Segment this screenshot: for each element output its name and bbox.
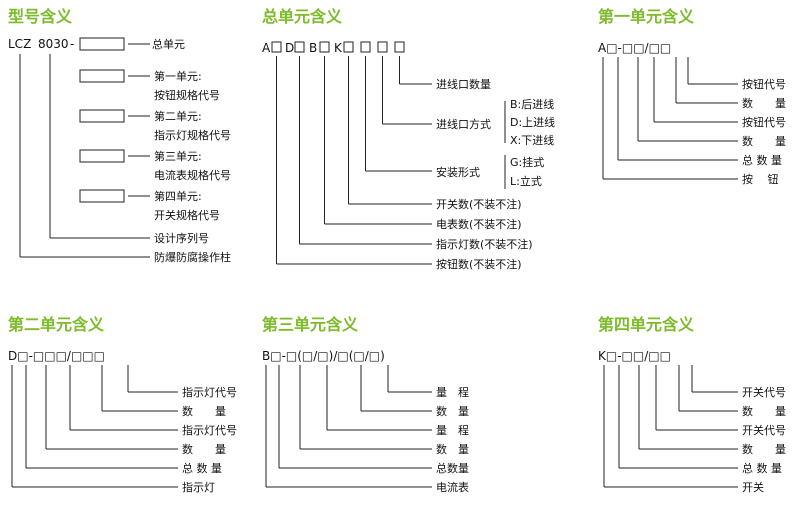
- panel-title-total: 总单元含义: [262, 7, 342, 26]
- fourth-label-qty-1: 数 量: [742, 443, 786, 456]
- model-label-unit2-desc: 指示灯规格代号: [154, 128, 231, 142]
- panel-third: 第三单元含义 B□-□(□/□)/□(□/□) 量 程 数 量 量 程 数 量 …: [262, 315, 469, 494]
- fourth-label-type: 开关: [742, 480, 764, 494]
- first-label-button-code-1: 按钮代号: [742, 115, 786, 129]
- fourth-code: K□-□□/□□: [598, 349, 671, 363]
- model-box-total: [79, 37, 125, 51]
- second-label-total-qty: 总 数 量: [182, 461, 222, 475]
- total-code-box: [377, 41, 388, 53]
- total-code-letter-b: B: [309, 41, 317, 55]
- total-code-letter-a: A: [262, 41, 271, 55]
- panel-title-second: 第二单元含义: [8, 315, 104, 334]
- total-code-box: [271, 41, 282, 53]
- fourth-label-total-qty: 总 数 量: [742, 461, 782, 475]
- model-dash: -: [70, 37, 74, 51]
- total-install-option-l: L:立式: [510, 174, 542, 188]
- total-code-box: [294, 41, 305, 53]
- panel-title-third: 第三单元含义: [262, 315, 358, 334]
- model-box-unit2: [79, 109, 125, 123]
- panel-fourth: 第四单元含义 K□-□□/□□ 开关代号 数 量 开关代号 数 量 总 数 量 …: [598, 315, 786, 494]
- model-label-unit3: 第三单元:: [154, 149, 202, 163]
- model-box-unit4: [79, 189, 125, 203]
- total-label-buttons: 按钮数(不装不注): [436, 257, 522, 271]
- model-number: 8030: [38, 37, 69, 51]
- first-label-total-qty: 总 数 量: [742, 153, 782, 167]
- total-inlet-option-d: D:上进线: [510, 115, 555, 129]
- model-label-series: 设计序列号: [154, 231, 209, 245]
- panel-title-first: 第一单元含义: [598, 7, 694, 26]
- total-install-option-g: G:挂式: [510, 155, 544, 169]
- total-label-inlet-count: 进线口数量: [436, 77, 491, 91]
- total-label-switches: 开关数(不装不注): [436, 197, 522, 211]
- model-label-unit4: 第四单元:: [154, 189, 202, 203]
- panel-second: 第二单元含义 D□-□□□/□□□ 指示灯代号 数 量 指示灯代号 数 量 总 …: [8, 315, 237, 494]
- fourth-label-switch-code-1: 开关代号: [742, 423, 786, 437]
- second-label-qty-1: 数 量: [182, 443, 226, 456]
- third-label-range-1: 量 程: [436, 424, 469, 437]
- model-label-unit3-desc: 电流表规格代号: [154, 168, 231, 182]
- second-label-type: 指示灯: [182, 480, 215, 494]
- first-label-qty-1: 数 量: [742, 135, 786, 148]
- second-code: D□-□□□/□□□: [8, 349, 105, 363]
- third-label-range-2: 量 程: [436, 386, 469, 399]
- first-label-type: 按 钮: [742, 172, 779, 186]
- second-label-lamp-code-2: 指示灯代号: [182, 385, 237, 399]
- model-label-unit4-desc: 开关规格代号: [154, 208, 220, 222]
- model-prefix: LCZ: [8, 37, 31, 51]
- third-label-qty-2: 数 量: [436, 405, 469, 418]
- total-label-meters: 电表数(不装不注): [436, 217, 522, 231]
- third-label-qty-1: 数 量: [436, 443, 469, 456]
- total-label-lamps: 指示灯数(不装不注): [436, 237, 533, 251]
- total-code-letter-d: D: [285, 41, 294, 55]
- panel-title-fourth: 第四单元含义: [598, 315, 694, 334]
- fourth-label-switch-code-2: 开关代号: [742, 385, 786, 399]
- total-code-box: [343, 41, 354, 53]
- total-code-box: [319, 41, 330, 53]
- third-label-total-qty: 总数量: [436, 461, 469, 475]
- third-label-type: 电流表: [436, 480, 469, 494]
- panel-first: 第一单元含义 A□-□□/□□ 按钮代号 数 量 按钮代号 数 量 总 数 量 …: [598, 7, 786, 186]
- model-label-unit1: 第一单元:: [154, 69, 202, 83]
- second-label-lamp-code-1: 指示灯代号: [182, 423, 237, 437]
- first-label-button-code-2: 按钮代号: [742, 77, 786, 91]
- total-inlet-option-x: X:下进线: [510, 133, 554, 147]
- second-label-qty-2: 数 量: [182, 405, 226, 418]
- total-inlet-option-b: B:后进线: [510, 97, 554, 111]
- total-label-install: 安装形式: [436, 165, 480, 179]
- fourth-label-qty-2: 数 量: [742, 405, 786, 418]
- total-label-inlet-mode: 进线口方式: [436, 117, 491, 131]
- model-box-unit3: [79, 149, 125, 163]
- model-label-unit1-desc: 按钮规格代号: [154, 88, 220, 102]
- model-label-product: 防爆防腐操作柱: [154, 250, 231, 264]
- model-label-unit2: 第二单元:: [154, 109, 202, 123]
- total-code-box: [360, 41, 371, 53]
- third-code: B□-□(□/□)/□(□/□): [262, 349, 385, 363]
- panel-total: 总单元含义 A D B K 进线口数量 进线口方式 B:后进线 D:上进线 X:…: [262, 7, 555, 271]
- total-code-box: [394, 41, 405, 53]
- model-box-unit1: [79, 69, 125, 83]
- total-code-letter-k: K: [334, 41, 343, 55]
- panel-model: 型号含义 LCZ 8030 - 总单元 第一单元: 按钮规格代号 第二单元: 指…: [8, 7, 231, 264]
- model-label-total: 总单元: [152, 37, 185, 51]
- first-label-qty-2: 数 量: [742, 97, 786, 110]
- first-code: A□-□□/□□: [598, 41, 671, 55]
- panel-title-model: 型号含义: [8, 7, 72, 26]
